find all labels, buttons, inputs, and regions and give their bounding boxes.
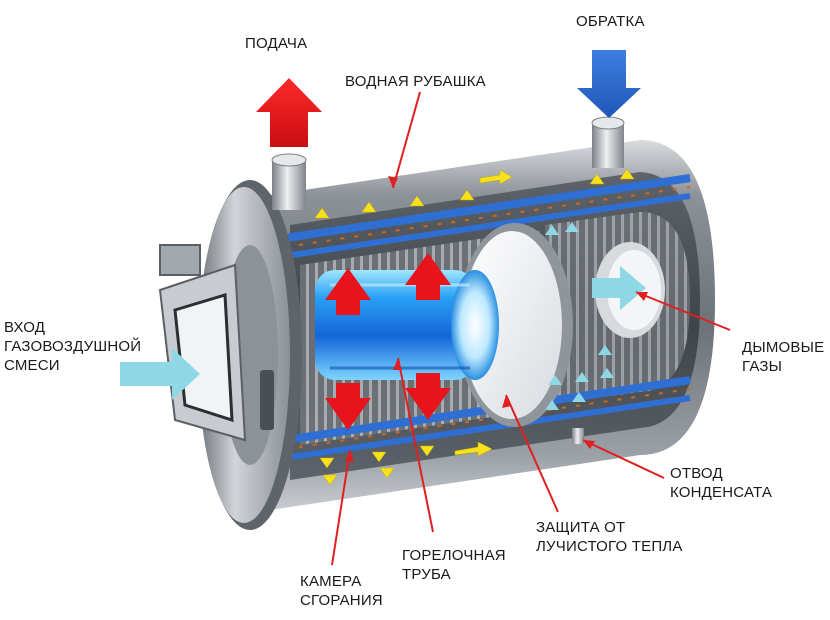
inlet-assembly xyxy=(158,244,247,442)
water-flow-arrows xyxy=(314,168,635,486)
label-condensate-line-2: КОНДЕНСАТА xyxy=(670,484,773,501)
inlet-arrow xyxy=(120,348,200,400)
label-flue-line-2: ГАЗЫ xyxy=(742,358,783,375)
supply-arrow xyxy=(256,78,322,147)
label-supply: ПОДАЧА xyxy=(245,34,307,53)
label-water-jacket: ВОДНАЯ РУБАШКА xyxy=(345,72,486,91)
label-combustion-chamber: КАМЕРА СГОРАНИЯ xyxy=(300,572,383,610)
label-chamber-line-1: КАМЕРА xyxy=(300,573,362,590)
label-condensate: ОТВОД КОНДЕНСАТА xyxy=(670,464,772,502)
label-burner-line-1: ГОРЕЛОЧНАЯ xyxy=(402,547,506,564)
flue-arrow xyxy=(592,266,646,310)
label-inlet-line-3: СМЕСИ xyxy=(4,357,60,374)
label-inlet: ВХОД ГАЗОВОЗДУШНОЙ СМЕСИ xyxy=(4,318,141,375)
label-water-jacket-text: ВОДНАЯ РУБАШКА xyxy=(345,73,486,90)
label-supply-text: ПОДАЧА xyxy=(245,35,308,52)
condensate-drain xyxy=(572,428,584,444)
label-return-text: ОБРАТКА xyxy=(576,13,645,30)
pointer-lines xyxy=(331,91,731,566)
label-chamber-line-2: СГОРАНИЯ xyxy=(300,592,383,609)
label-burner-line-2: ТРУБА xyxy=(402,566,451,583)
supply-pipe xyxy=(271,153,307,210)
heat-arrows xyxy=(325,253,451,430)
label-condensate-line-1: ОТВОД xyxy=(670,465,723,482)
return-pipe xyxy=(591,116,625,168)
gas-flow-arrows xyxy=(545,222,614,410)
label-shield-line-1: ЗАЩИТА ОТ xyxy=(536,519,626,536)
label-flue-gases: ДЫМОВЫЕ ГАЗЫ xyxy=(742,338,824,376)
label-return: ОБРАТКА xyxy=(576,12,645,31)
label-shield-line-2: ЛУЧИСТОГО ТЕПЛА xyxy=(536,538,683,555)
label-burner-tube: ГОРЕЛОЧНАЯ ТРУБА xyxy=(402,546,506,584)
pointer-tips xyxy=(345,176,648,462)
label-inlet-line-1: ВХОД xyxy=(4,319,46,336)
return-arrow xyxy=(577,50,641,118)
label-inlet-line-2: ГАЗОВОЗДУШНОЙ xyxy=(4,338,142,355)
label-heat-shield: ЗАЩИТА ОТ ЛУЧИСТОГО ТЕПЛА xyxy=(536,518,683,556)
label-flue-line-1: ДЫМОВЫЕ xyxy=(742,339,825,356)
